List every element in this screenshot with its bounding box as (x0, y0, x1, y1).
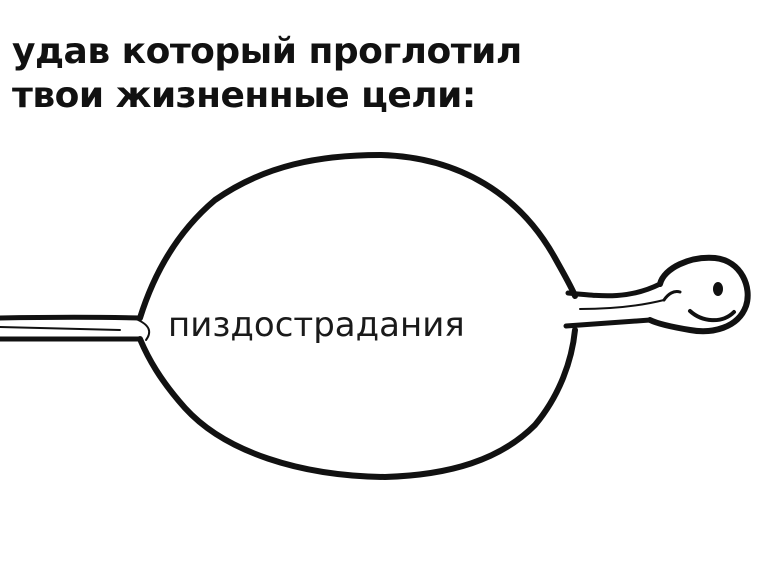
neck-lower-line (563, 317, 653, 329)
caption-line-1: удав который проглотил (12, 31, 522, 72)
snake-jaw-crease (662, 290, 682, 302)
tail-upper-line (0, 314, 143, 321)
snake-smile (688, 309, 736, 323)
belly-outline (137, 152, 578, 480)
belly-left-seam (135, 318, 151, 341)
snake-head-outline (647, 254, 751, 335)
caption-line-2: твои жизненные цели: (12, 75, 476, 116)
meme-caption: удав который проглотил твои жизненные це… (12, 30, 752, 118)
snake-eye-icon (713, 282, 723, 296)
neck-upper-line (565, 281, 663, 299)
belly-contents-label: пиздострадания (168, 305, 465, 345)
tail-notch-line (0, 326, 121, 331)
neck-inner-line (579, 299, 665, 310)
